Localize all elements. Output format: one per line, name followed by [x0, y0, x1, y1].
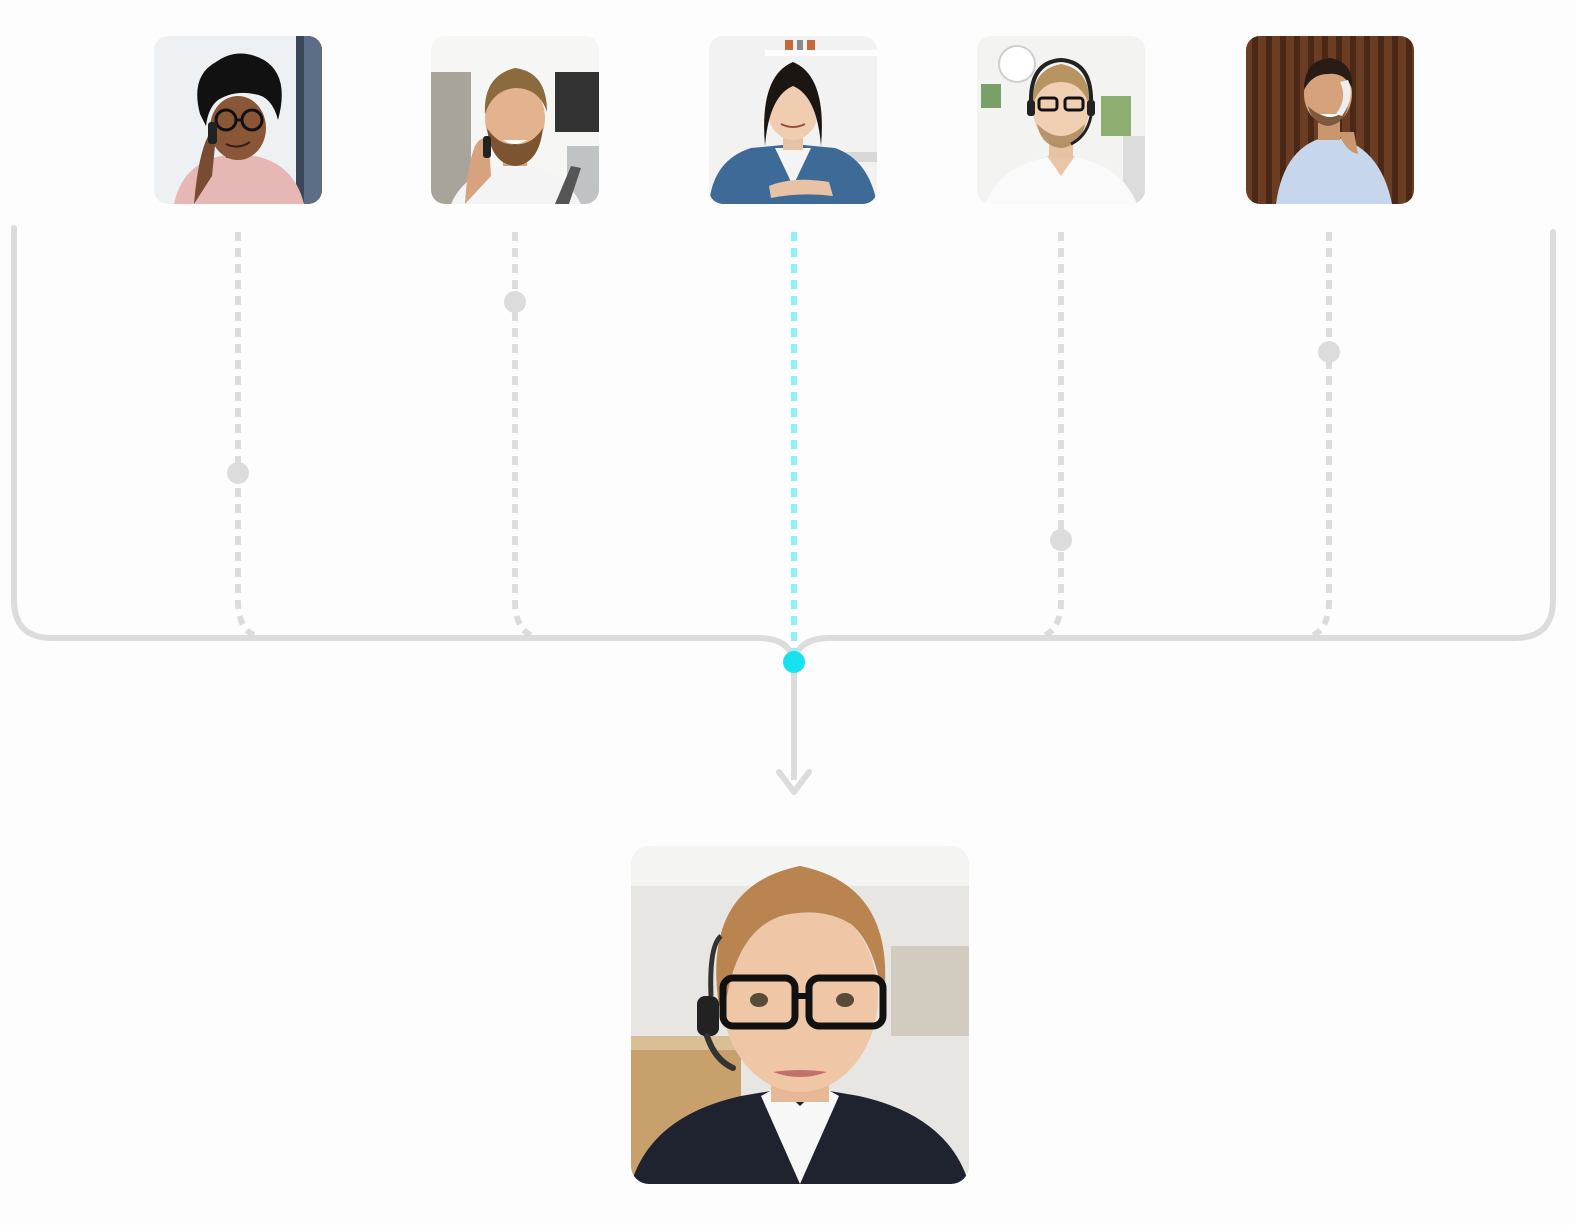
person-with-headset-icon	[631, 846, 969, 1184]
connector-1	[235, 232, 258, 639]
call-dot-5	[1318, 341, 1340, 363]
person-on-phone-icon	[154, 36, 322, 204]
caller-photo-4[interactable]	[977, 36, 1145, 204]
call-dot-4	[1050, 529, 1072, 551]
call-dot-2	[504, 291, 526, 313]
routing-bracket-line	[11, 225, 1556, 663]
active-junction-dot	[783, 651, 805, 673]
call-dot-1	[227, 462, 249, 484]
down-arrow-icon	[776, 769, 812, 795]
person-with-headset-icon	[977, 36, 1145, 204]
connector-2	[512, 232, 535, 639]
connector-5	[1309, 232, 1332, 639]
person-at-desk-icon	[709, 36, 877, 204]
caller-photo-2[interactable]	[431, 36, 599, 204]
caller-photo-5[interactable]	[1246, 36, 1414, 204]
agent-photo[interactable]	[631, 846, 969, 1184]
person-on-phone-icon	[431, 36, 599, 204]
caller-photo-1[interactable]	[154, 36, 322, 204]
connector-4	[1041, 232, 1064, 639]
caller-photo-3-active[interactable]	[709, 36, 877, 204]
person-on-phone-icon	[1246, 36, 1414, 204]
